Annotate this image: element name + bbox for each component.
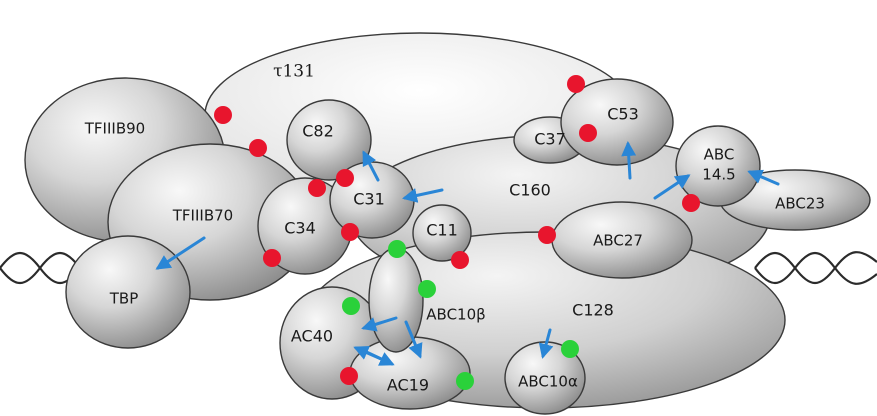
abc10b-subunit [368,247,424,353]
arrow-abc23-to-abc145 [747,169,780,186]
red-dot [682,194,700,212]
arrow-abc10b-to-ac40 [361,316,398,332]
ac40-label: AC40 [291,327,333,346]
arrow-abc27-to-abc145 [653,174,691,200]
arrow-tfiiib70-to-tbp [155,236,206,270]
contact-arrows [155,141,780,366]
c128-label: C128 [572,301,614,320]
abc23-label: ABC23 [775,195,825,213]
c31-label: C31 [353,190,385,209]
arrow-ac40-to-ac19 [356,346,395,366]
red-dot [214,106,232,124]
abc10a-subunit [504,341,586,415]
red-dot [579,124,597,142]
green-crosslink-dots [342,240,579,390]
arrow-c160-to-c53 [621,141,637,180]
abc145-label-line1: ABC [704,146,735,164]
c53-label: C53 [607,105,639,124]
c160-label: C160 [509,181,551,200]
red-dot [336,169,354,187]
green-dot [388,240,406,258]
dna-helix-right [754,251,877,285]
green-dot [456,372,474,390]
abc10a-label: ABC10α [518,373,578,391]
red-crosslink-dots [214,75,700,385]
c82-subunit [286,99,372,181]
red-dot [249,139,267,157]
red-dot [263,249,281,267]
c34-label: C34 [284,219,316,238]
green-dot [342,297,360,315]
green-dot [418,280,436,298]
c11-label: C11 [426,221,458,240]
c11-subunit [412,204,472,262]
arrow-c31-to-c82 [362,150,380,182]
arrow-abc10b-to-ac19 [404,320,423,359]
abc145-label-line2: 14.5 [702,166,735,184]
tau131-label: τ131 [273,62,315,82]
c82-label: C82 [302,122,334,141]
red-dot [538,226,556,244]
abc27-label: ABC27 [593,232,643,250]
abc14-5-subunit [675,125,761,207]
green-dot [561,340,579,358]
red-dot [451,251,469,269]
red-dot [340,367,358,385]
tbp-label: TBP [109,290,139,308]
tfiiib90-label: TFIIIB90 [84,120,145,138]
ac19-label: AC19 [387,376,429,395]
c37-label: C37 [534,130,566,149]
arrow-c160-to-c31 [402,188,444,203]
red-dot [308,179,326,197]
red-dot [567,75,585,93]
ac19-subunit [349,336,471,410]
c53-subunit [560,78,674,166]
arrow-c128-to-abc10a [538,328,554,359]
red-dot [341,223,359,241]
tfiiib70-label: TFIIIB70 [172,207,233,225]
abc10b-label: ABC10β [426,306,485,324]
